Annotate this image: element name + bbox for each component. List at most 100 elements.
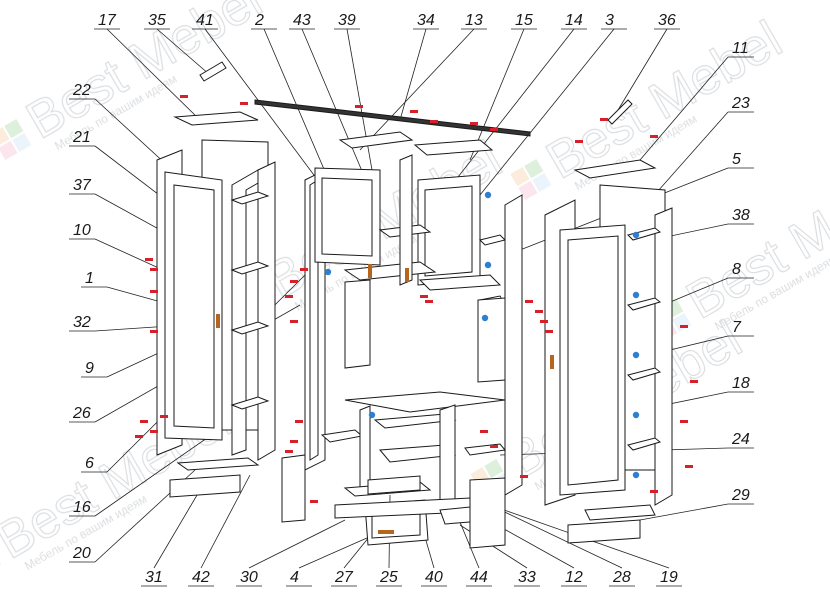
leader-line — [399, 28, 427, 121]
screw-icon — [650, 490, 658, 493]
part-label-17: 17 — [98, 12, 117, 29]
screw-icon — [520, 475, 528, 478]
left-top-board — [173, 111, 259, 126]
screw-icon — [290, 320, 298, 323]
watermark-square — [524, 159, 544, 179]
screw-icon — [535, 310, 543, 313]
screw-icon — [290, 280, 298, 283]
part-36-bracket — [607, 99, 633, 125]
watermark-square — [518, 180, 538, 200]
hinge-icon — [632, 291, 640, 299]
lower-partition — [439, 404, 456, 506]
center-right-column — [477, 194, 523, 496]
lower-side-shelf-r — [464, 443, 506, 456]
screw-icon — [480, 430, 488, 433]
upper-right-glass-inner — [424, 185, 473, 277]
screw-icon — [490, 445, 498, 448]
screw-icon — [420, 295, 428, 298]
leader-line — [439, 28, 575, 201]
right-door-handle — [550, 355, 554, 369]
screw-icon — [575, 140, 583, 143]
hinge-icon — [632, 351, 640, 359]
part-label-11: 11 — [732, 40, 749, 57]
upper-door-handle — [368, 264, 372, 278]
upper-left-glass-inner — [321, 177, 373, 257]
screw-icon — [525, 300, 533, 303]
screw-icon — [290, 440, 298, 443]
left-shelf — [230, 321, 270, 335]
lower-drawer-handle — [378, 530, 394, 534]
left-plinth — [169, 474, 241, 498]
lower-side-shelf — [320, 429, 364, 443]
upper-left-glass-door — [314, 167, 381, 266]
screw-icon — [490, 128, 498, 131]
screw-icon — [135, 435, 143, 438]
small-parts — [199, 61, 633, 125]
lower-drawer-front — [367, 475, 421, 495]
upper-top-left — [338, 131, 414, 149]
watermark-square — [12, 132, 32, 152]
watermark-square — [532, 172, 552, 192]
watermark-square — [510, 167, 530, 187]
part-label-40: 40 — [425, 569, 443, 586]
left-shelf — [230, 261, 270, 275]
screw-icon — [545, 330, 553, 333]
part-35-bracket — [199, 61, 227, 82]
right-top-board — [573, 159, 657, 179]
part-label-30: 30 — [240, 569, 258, 586]
part-label-34: 34 — [417, 12, 435, 29]
right-shelf — [627, 367, 662, 381]
hardware-fittings — [135, 95, 698, 503]
leader-line — [489, 504, 623, 569]
upper-top-right — [413, 139, 494, 156]
right-door-frame — [559, 224, 626, 496]
screw-icon — [240, 102, 248, 105]
part-label-14: 14 — [565, 12, 583, 29]
part-label-7: 7 — [732, 319, 742, 336]
leader-line — [614, 28, 668, 116]
screw-icon — [160, 415, 168, 418]
left-cabinet — [156, 111, 276, 498]
part-label-15: 15 — [515, 12, 533, 29]
screw-icon — [150, 330, 158, 333]
part-label-41: 41 — [196, 12, 214, 29]
watermark-brand: Best Mebel — [537, 10, 791, 190]
part-label-24: 24 — [731, 431, 750, 448]
screw-icon — [600, 118, 608, 121]
upper-hanging-panel — [344, 279, 371, 369]
screw-icon — [310, 500, 318, 503]
center-right-side — [504, 194, 523, 496]
watermark-brand: Best Mebel — [17, 0, 271, 150]
part-label-19: 19 — [660, 569, 678, 586]
part-label-42: 42 — [192, 569, 210, 586]
screw-icon — [145, 258, 153, 261]
leader-line — [200, 474, 251, 569]
part-label-43: 43 — [293, 12, 311, 29]
watermark-square — [0, 127, 10, 147]
left-door-glass-inner — [173, 184, 215, 429]
part-label-3: 3 — [605, 12, 614, 29]
part-label-18: 18 — [732, 375, 750, 392]
leader-line — [153, 489, 201, 569]
right-shelf — [627, 437, 662, 451]
part-label-21: 21 — [72, 129, 91, 146]
upper-shelf — [479, 234, 506, 246]
part-label-28: 28 — [612, 569, 631, 586]
lower-back-panel — [469, 477, 506, 549]
watermark-square — [484, 459, 504, 479]
right-door-glass-inner — [567, 235, 619, 486]
screw-icon — [285, 450, 293, 453]
leader-line — [639, 503, 729, 521]
right-side-panel — [654, 207, 673, 506]
part-label-20: 20 — [72, 545, 91, 562]
hinge-icon — [484, 261, 492, 269]
screw-icon — [425, 300, 433, 303]
screw-icon — [680, 325, 688, 328]
part-label-39: 39 — [338, 12, 356, 29]
right-shelf — [627, 297, 662, 311]
screw-icon — [150, 430, 158, 433]
